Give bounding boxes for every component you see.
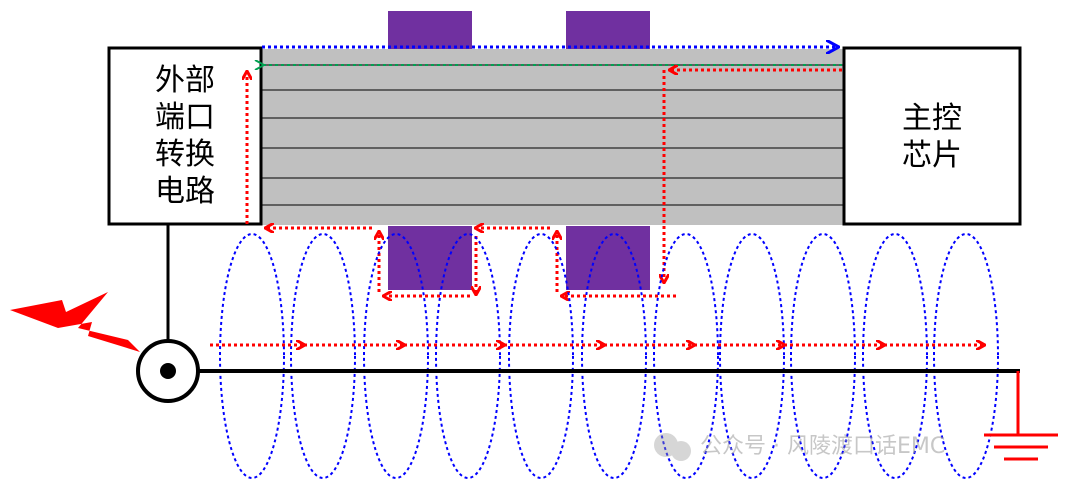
external-port-circuit-label: 外部 端口 转换 电路: [109, 62, 261, 210]
left-box-line-2: 端口: [155, 100, 215, 135]
purple-block-top-right: [566, 11, 650, 49]
watermark-logo-icon: [654, 433, 691, 461]
main-chip-box: [842, 46, 1022, 226]
left-box-line-3: 转换: [155, 137, 215, 172]
pcb-layer-stack: [262, 49, 844, 225]
left-box-line-1: 外部: [155, 63, 215, 98]
purple-block-top-left: [388, 11, 472, 49]
right-box-line-2: 芯片: [902, 138, 962, 173]
watermark-text: 公众号 · 风陵渡口话EMC: [700, 434, 946, 459]
esd-lightning-icon: [10, 292, 140, 352]
external-port-circuit-box: [107, 46, 263, 226]
cable-cross-section-icon: [136, 339, 200, 403]
purple-block-bottom-right: [566, 226, 650, 290]
red-current-paths: [247, 70, 842, 296]
ground-symbol-icon: [984, 371, 1058, 461]
left-box-line-4: 电路: [155, 174, 215, 209]
right-box-line-1: 主控: [902, 101, 962, 136]
main-chip-label: 主控 芯片: [844, 100, 1020, 174]
magnetic-field-loops: [219, 233, 999, 479]
purple-block-bottom-left: [388, 226, 472, 290]
